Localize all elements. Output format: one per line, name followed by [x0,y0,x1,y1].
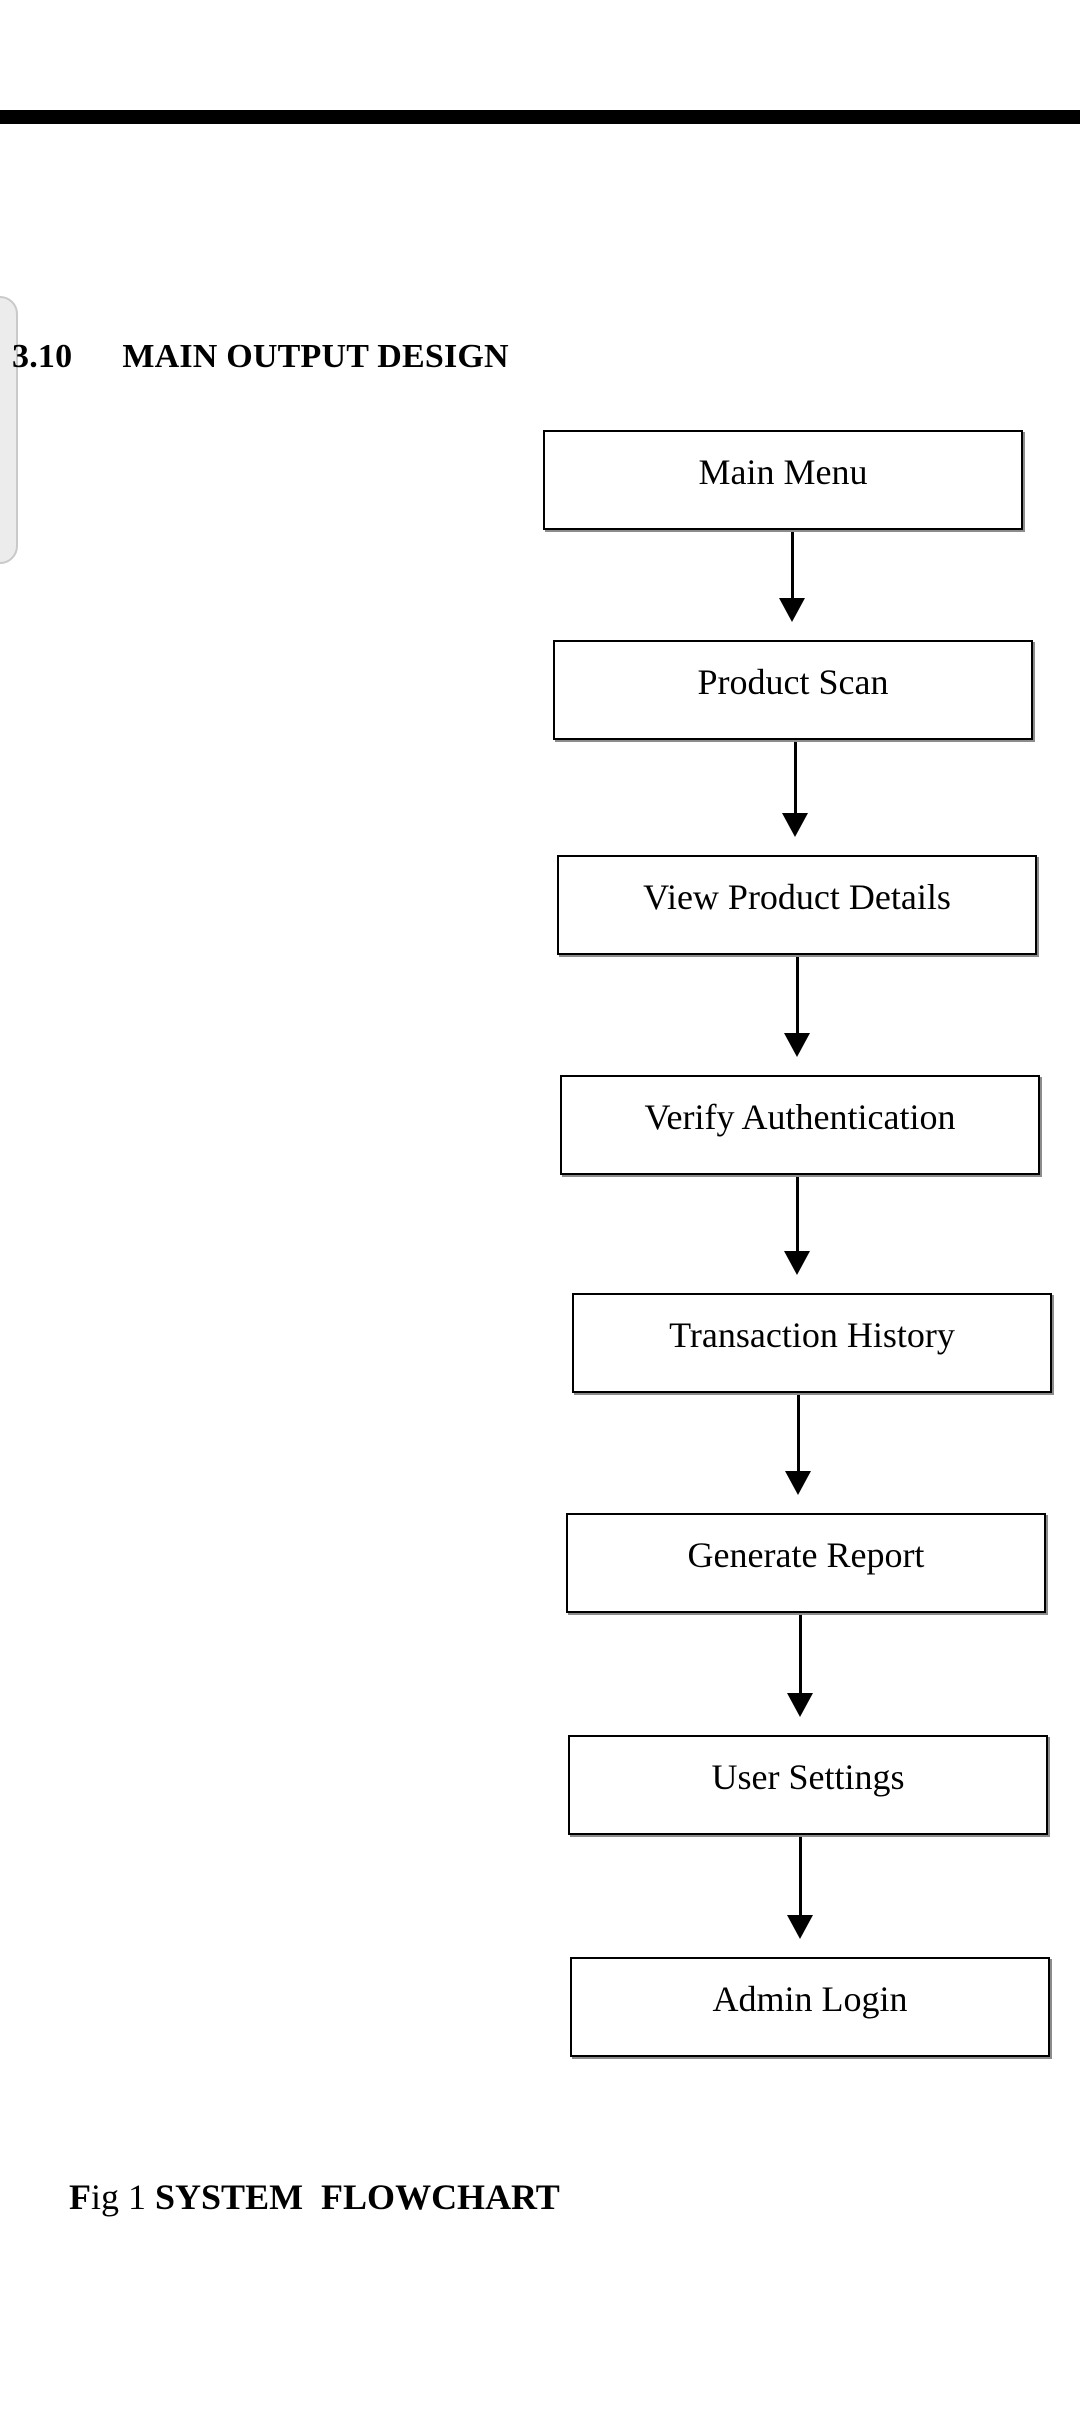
figure-caption: Fig 1 SYSTEM FLOWCHART [33,2128,560,2266]
caption-prefix-bold: F [69,2177,91,2217]
flow-node-label: Transaction History [669,1315,955,1355]
caption-prefix: ig 1 [91,2177,156,2217]
section-heading: 3.10 MAIN OUTPUT DESIGN [12,336,509,378]
flow-node-verify-authentication: Verify Authentication [560,1075,1040,1175]
flow-node-label: View Product Details [643,877,951,917]
section-number: 3.10 [12,338,73,375]
section-title: MAIN OUTPUT DESIGN [122,338,509,375]
flow-node-label: Admin Login [712,1979,908,2019]
flow-node-user-settings: User Settings [568,1735,1048,1835]
flow-node-admin-login: Admin Login [570,1957,1050,2057]
flow-node-view-product-details: View Product Details [557,855,1037,955]
top-divider-bar [0,110,1080,124]
flow-node-transaction-history: Transaction History [572,1293,1052,1393]
flow-node-label: Main Menu [698,452,868,492]
flow-node-generate-report: Generate Report [566,1513,1046,1613]
flow-node-label: Product Scan [697,662,889,702]
caption-label: SYSTEM FLOWCHART [155,2177,560,2217]
flow-node-label: User Settings [711,1757,905,1797]
flow-node-label: Generate Report [687,1535,925,1575]
flow-node-main-menu: Main Menu [543,430,1023,530]
flow-node-label: Verify Authentication [644,1097,956,1137]
flow-node-product-scan: Product Scan [553,640,1033,740]
